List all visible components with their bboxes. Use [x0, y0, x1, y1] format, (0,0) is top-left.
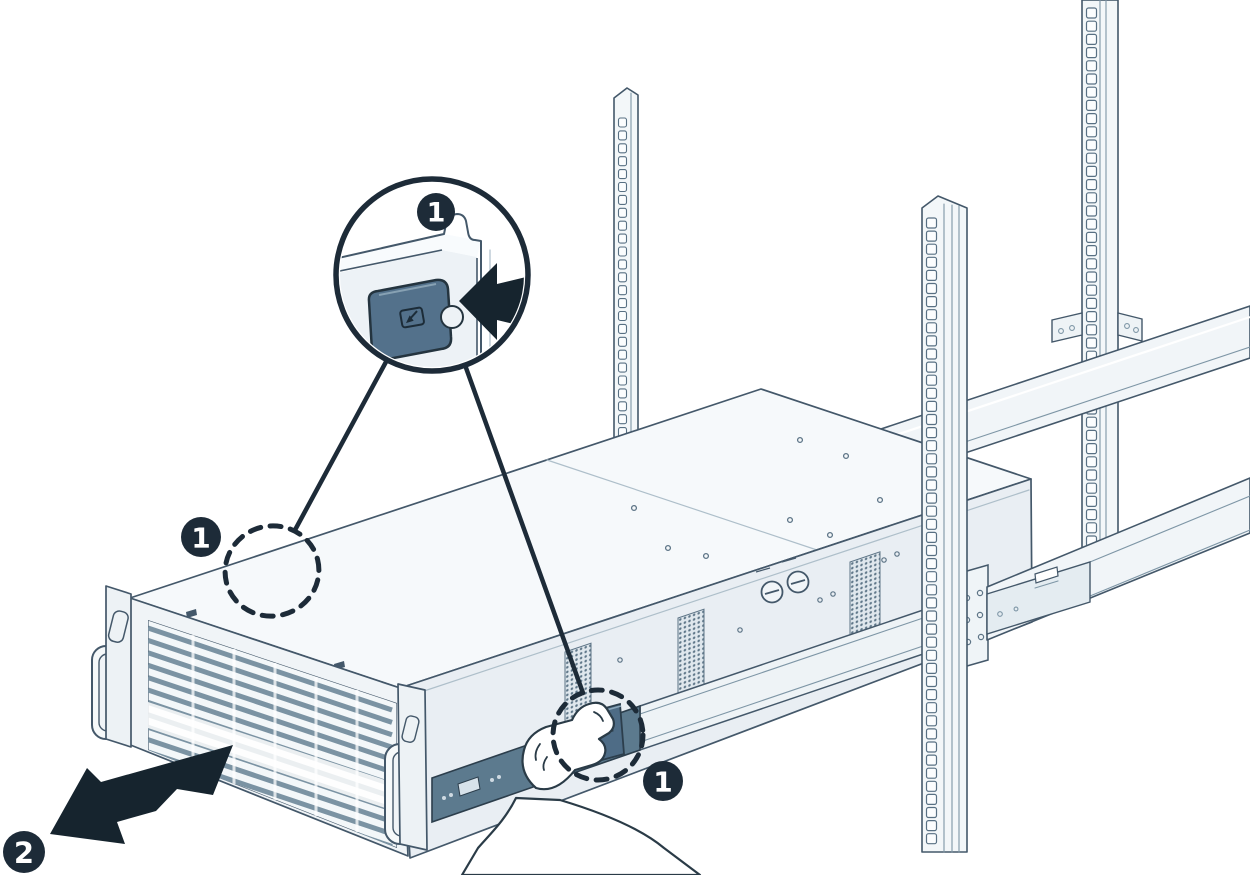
rack-ear-right [384, 683, 428, 851]
forearm [460, 796, 702, 875]
svg-text:2: 2 [14, 836, 34, 870]
installer-hand [460, 701, 702, 875]
slider-slot [1034, 566, 1059, 584]
rack-post-front-right [921, 195, 968, 853]
step-badge-side-latch: 1 [643, 761, 683, 801]
top-screws [630, 436, 884, 560]
side-screws [617, 551, 900, 663]
rack-post-rear-right [1081, 0, 1119, 549]
latch-grip-scallop [440, 305, 464, 329]
rack-ear-left [91, 585, 132, 748]
rack-post-holes [1085, 7, 1098, 547]
rail-cutout [457, 776, 481, 797]
grille-highlight [148, 702, 397, 812]
rack-post-holes [617, 117, 628, 438]
step-badge-callout: 1 [417, 193, 455, 231]
fist [521, 701, 615, 791]
cover-clip-mark [186, 609, 197, 618]
side-vent [677, 608, 705, 697]
step-badge-slide-out: 2 [3, 831, 45, 873]
rack-post-rear-left [613, 87, 639, 449]
rail-led [449, 793, 453, 797]
svg-text:1: 1 [653, 766, 672, 799]
leader-to-side-latch [462, 362, 586, 696]
rail-led [442, 796, 446, 800]
press-direction-arrow-icon [459, 263, 524, 340]
callout-leader-lines [292, 357, 586, 696]
cover-edge-band [340, 234, 481, 272]
rail-slider [986, 561, 1091, 635]
release-latch-detail [367, 278, 464, 362]
rack-post-holes [925, 217, 938, 845]
magnifier-callout: 1 [333, 176, 531, 374]
latch-detail-view [340, 213, 524, 367]
rail-thumb-tags [755, 557, 810, 604]
ear-slot [107, 610, 129, 643]
rail-bracket [1051, 312, 1143, 343]
ear-slot [401, 715, 420, 743]
svg-text:1: 1 [427, 198, 446, 229]
grille-dividers [191, 635, 359, 832]
rail-led [497, 775, 501, 779]
finger-creases [534, 711, 604, 771]
leader-to-top-latch [292, 357, 390, 533]
slide-rail-lower [986, 477, 1250, 641]
latch-icon [399, 306, 425, 329]
dashed-highlight-top-latch [222, 523, 322, 619]
side-vent [849, 551, 881, 637]
pull-direction-arrow-icon [50, 745, 233, 844]
svg-text:1: 1 [191, 522, 210, 555]
rail-led [490, 778, 494, 782]
dashed-highlight-side-latch [550, 687, 646, 783]
step-badge-top-latch: 1 [181, 517, 221, 557]
